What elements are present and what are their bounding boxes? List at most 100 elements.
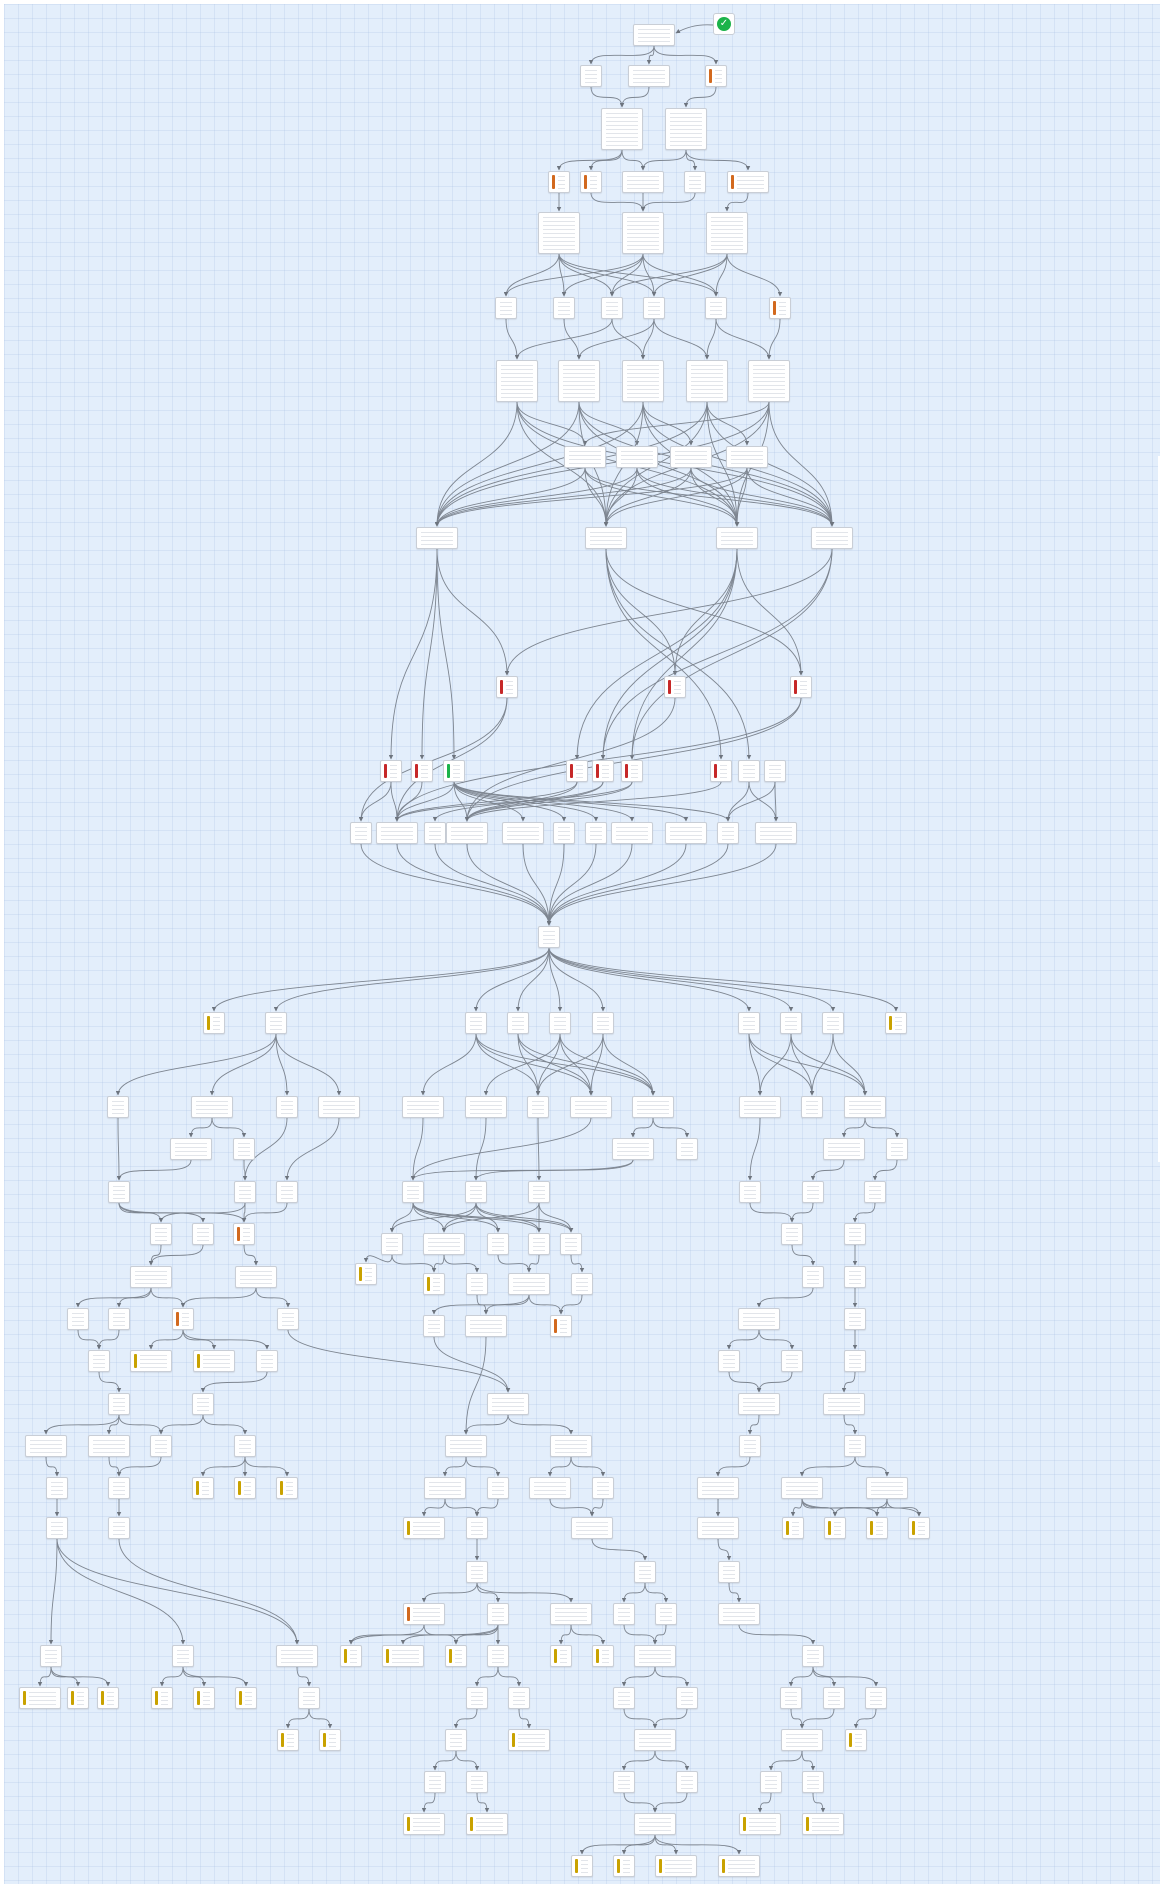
- flow-node-m2[interactable]: [191, 1096, 233, 1118]
- flow-node-dd4[interactable]: [739, 1813, 781, 1835]
- flow-node-y3[interactable]: [550, 1603, 592, 1625]
- flow-node-k5[interactable]: [502, 822, 544, 844]
- flow-node-g1[interactable]: [564, 446, 606, 468]
- flow-node-w2[interactable]: [108, 1517, 130, 1539]
- flow-node-dd1[interactable]: [403, 1813, 445, 1835]
- flow-node-i3[interactable]: [790, 676, 812, 698]
- flow-node-s2[interactable]: [130, 1350, 172, 1372]
- flow-node-k8[interactable]: [611, 822, 653, 844]
- flow-node-r2[interactable]: [108, 1308, 130, 1330]
- flow-node-h3[interactable]: [716, 527, 758, 549]
- flow-node-hub[interactable]: [538, 926, 560, 948]
- flow-node-aa13[interactable]: [823, 1687, 845, 1709]
- flow-node-v4[interactable]: [234, 1477, 256, 1499]
- flow-node-p3[interactable]: [233, 1223, 255, 1245]
- flow-node-g4[interactable]: [726, 446, 768, 468]
- flow-node-p5[interactable]: [423, 1233, 465, 1255]
- flow-node-w7[interactable]: [782, 1517, 804, 1539]
- flow-node-x2[interactable]: [718, 1561, 740, 1583]
- flow-node-ee4[interactable]: [718, 1855, 760, 1877]
- flow-node-u8[interactable]: [844, 1435, 866, 1457]
- flow-node-w6[interactable]: [697, 1517, 739, 1539]
- flow-node-l8[interactable]: [780, 1012, 802, 1034]
- flow-node-p9[interactable]: [781, 1223, 803, 1245]
- flow-node-j9[interactable]: [764, 760, 786, 782]
- flow-node-o3[interactable]: [276, 1181, 298, 1203]
- flow-node-r7[interactable]: [550, 1315, 572, 1337]
- flow-node-r1[interactable]: [67, 1308, 89, 1330]
- flow-node-l4[interactable]: [507, 1012, 529, 1034]
- flow-node-s6[interactable]: [781, 1350, 803, 1372]
- flow-node-r3[interactable]: [172, 1308, 194, 1330]
- flow-node-n4[interactable]: [676, 1138, 698, 1160]
- flow-node-s4[interactable]: [256, 1350, 278, 1372]
- flow-node-l6[interactable]: [592, 1012, 614, 1034]
- flow-node-s3[interactable]: [193, 1350, 235, 1372]
- flow-node-v11[interactable]: [781, 1477, 823, 1499]
- flow-node-m6[interactable]: [465, 1096, 507, 1118]
- flow-node-p7[interactable]: [528, 1233, 550, 1255]
- flow-node-ee2[interactable]: [613, 1855, 635, 1877]
- flow-node-bb5[interactable]: [634, 1729, 676, 1751]
- flow-node-v7[interactable]: [487, 1477, 509, 1499]
- flow-node-g2[interactable]: [616, 446, 658, 468]
- flow-node-z9[interactable]: [592, 1645, 614, 1667]
- diagram-canvas[interactable]: [4, 4, 1160, 1884]
- flow-node-p2[interactable]: [192, 1223, 214, 1245]
- flow-node-s5[interactable]: [718, 1350, 740, 1372]
- flow-node-e1[interactable]: [495, 297, 517, 319]
- flow-node-u4[interactable]: [234, 1435, 256, 1457]
- flow-node-i2[interactable]: [664, 676, 686, 698]
- flow-node-dd2[interactable]: [466, 1813, 508, 1835]
- flow-node-o7[interactable]: [739, 1181, 761, 1203]
- flow-node-h2[interactable]: [585, 527, 627, 549]
- flow-node-bb6[interactable]: [781, 1729, 823, 1751]
- flow-node-n6[interactable]: [886, 1138, 908, 1160]
- flow-node-h4[interactable]: [811, 527, 853, 549]
- flow-node-e2[interactable]: [553, 297, 575, 319]
- flow-node-d1[interactable]: [538, 212, 580, 254]
- flow-node-c2[interactable]: [580, 171, 602, 193]
- flow-node-bb7[interactable]: [845, 1729, 867, 1751]
- flow-node-f5[interactable]: [748, 360, 790, 402]
- flow-node-z5[interactable]: [382, 1645, 424, 1667]
- flow-node-p10[interactable]: [844, 1223, 866, 1245]
- flow-node-t2[interactable]: [192, 1393, 214, 1415]
- flow-node-v2[interactable]: [108, 1477, 130, 1499]
- flow-node-n1[interactable]: [170, 1138, 212, 1160]
- flow-node-c1[interactable]: [548, 171, 570, 193]
- flow-node-p8[interactable]: [560, 1233, 582, 1255]
- flow-node-k2[interactable]: [376, 822, 418, 844]
- flow-node-aa5[interactable]: [193, 1687, 215, 1709]
- flow-node-z1[interactable]: [40, 1645, 62, 1667]
- flow-node-w10[interactable]: [908, 1517, 930, 1539]
- flow-node-w3[interactable]: [403, 1517, 445, 1539]
- flow-node-m5[interactable]: [402, 1096, 444, 1118]
- flow-node-cc1[interactable]: [424, 1771, 446, 1793]
- flow-node-d2[interactable]: [622, 212, 664, 254]
- flow-node-top[interactable]: [633, 24, 675, 46]
- flow-node-q9[interactable]: [844, 1266, 866, 1288]
- flow-node-o5[interactable]: [465, 1181, 487, 1203]
- flow-node-l10[interactable]: [885, 1012, 907, 1034]
- flow-node-b1[interactable]: [601, 108, 643, 150]
- flow-node-i1[interactable]: [496, 676, 518, 698]
- flow-node-j8[interactable]: [738, 760, 760, 782]
- flow-node-k7[interactable]: [585, 822, 607, 844]
- flow-node-u7[interactable]: [739, 1435, 761, 1457]
- flow-node-bb4[interactable]: [508, 1729, 550, 1751]
- flow-node-c5[interactable]: [727, 171, 769, 193]
- flow-node-r5[interactable]: [423, 1315, 445, 1337]
- flow-node-f3[interactable]: [622, 360, 664, 402]
- flow-node-z7[interactable]: [487, 1645, 509, 1667]
- flow-node-y6[interactable]: [718, 1603, 760, 1625]
- flow-node-j6[interactable]: [621, 760, 643, 782]
- flow-node-v3[interactable]: [192, 1477, 214, 1499]
- flow-node-l3[interactable]: [465, 1012, 487, 1034]
- flow-node-aa2[interactable]: [67, 1687, 89, 1709]
- flow-node-y7[interactable]: [802, 1645, 824, 1667]
- flow-node-g3[interactable]: [670, 446, 712, 468]
- flow-node-aa10[interactable]: [613, 1687, 635, 1709]
- flow-node-k4[interactable]: [446, 822, 488, 844]
- flow-node-w8[interactable]: [824, 1517, 846, 1539]
